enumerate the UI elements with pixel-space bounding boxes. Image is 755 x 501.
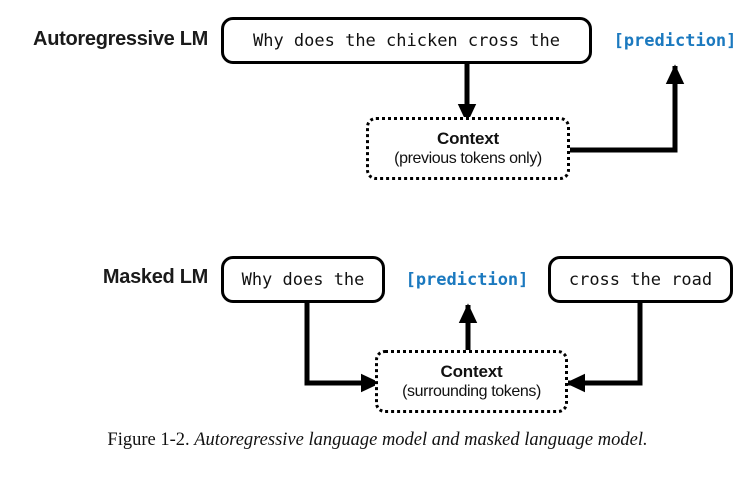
autoregressive-input-text: Why does the chicken cross the	[252, 30, 561, 51]
masked-context-subtitle: (surrounding tokens)	[402, 382, 541, 400]
row-label-masked: Masked LM	[102, 266, 208, 288]
figure-caption: Figure 1-2. Autoregressive language mode…	[0, 429, 755, 452]
autoregressive-context-box: Context (previous tokens only)	[366, 117, 570, 180]
autoregressive-input-box: Why does the chicken cross the	[221, 17, 592, 64]
arrow-masked-left-to-context	[304, 303, 381, 393]
caption-text: Autoregressive language model and masked…	[194, 430, 648, 450]
masked-right-box: cross the road	[548, 256, 733, 303]
arrow-masked-right-to-context	[565, 303, 643, 393]
masked-left-text: Why does the	[241, 269, 365, 290]
masked-prediction-token: [prediction]	[405, 269, 529, 290]
masked-right-text: cross the road	[568, 269, 713, 290]
arrow-ar-context-to-prediction	[570, 64, 685, 153]
autoregressive-context-title: Context	[437, 129, 499, 149]
autoregressive-context-subtitle: (previous tokens only)	[394, 149, 542, 167]
autoregressive-prediction-token: [prediction]	[613, 30, 737, 51]
row-label-autoregressive: Autoregressive LM	[33, 28, 208, 50]
masked-left-box: Why does the	[221, 256, 385, 303]
masked-context-title: Context	[440, 362, 503, 382]
masked-context-box: Context (surrounding tokens)	[375, 350, 568, 413]
caption-label: Figure 1-2.	[107, 430, 190, 450]
